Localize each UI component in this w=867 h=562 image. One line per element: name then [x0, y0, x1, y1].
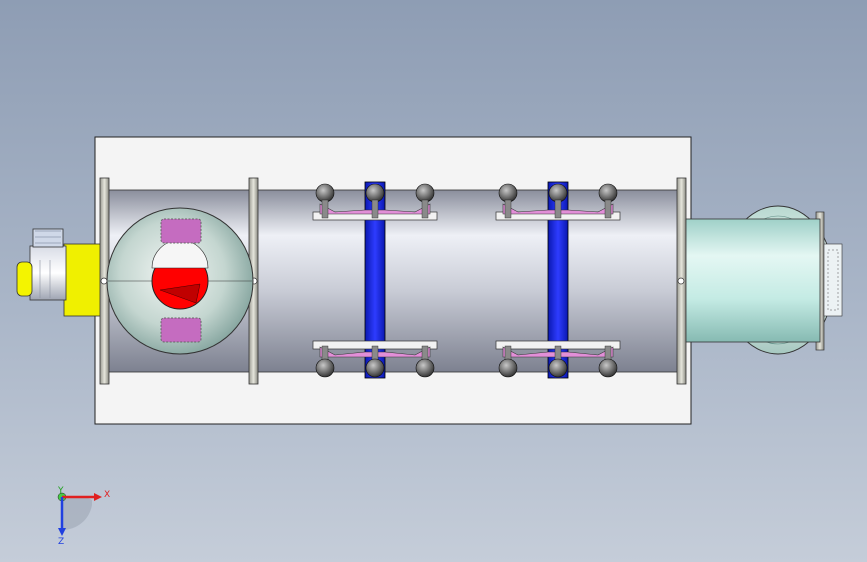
clamp-assembly-1[interactable]	[312, 181, 438, 379]
inlet-tube[interactable]	[685, 218, 821, 343]
axis-label-y: Y	[57, 486, 64, 496]
feed-ring[interactable]	[106, 207, 254, 355]
coordinate-triad: X Y Z	[57, 486, 110, 547]
yellow-motor-mount[interactable]	[63, 243, 102, 317]
blue-clamp-band-2[interactable]	[547, 181, 569, 379]
blue-clamp-band-1[interactable]	[364, 181, 386, 379]
axis-label-z: Z	[58, 537, 64, 547]
drive-motor[interactable]	[16, 228, 102, 317]
motor-body[interactable]	[29, 245, 67, 301]
motor-end-cap[interactable]	[16, 261, 33, 297]
upper-liner-pad[interactable]	[160, 218, 202, 244]
motor-terminal-box[interactable]	[32, 228, 64, 248]
lower-liner-pad[interactable]	[160, 317, 202, 343]
axis-label-x: X	[104, 490, 110, 500]
clamp-assembly-2[interactable]	[495, 181, 621, 379]
